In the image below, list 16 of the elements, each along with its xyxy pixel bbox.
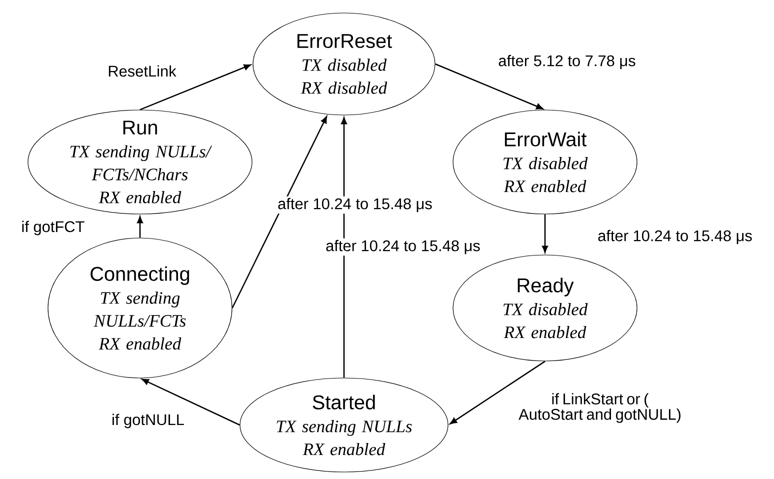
arrow [140, 64, 251, 110]
arrow [435, 63, 544, 110]
arrow [232, 116, 328, 308]
edge-label: if gotNULL [110, 412, 186, 430]
arrow [450, 360, 546, 424]
arrow [137, 216, 143, 238]
edge-label: after 10.24 to 15.48 μs [596, 228, 754, 246]
arrow [142, 378, 240, 426]
arrow [542, 214, 548, 253]
arrow [341, 117, 347, 378]
edge-label: ResetLink [106, 64, 178, 78]
edge-label: if LinkStart or ( AutoStart and gotNULL) [508, 392, 692, 424]
edge-label: after 10.24 to 15.48 μs [276, 196, 434, 214]
edge-label: after 10.24 to 15.48 μs [324, 238, 482, 256]
edge-label: if gotFCT [20, 219, 86, 237]
edge-label: after 5.12 to 7.78 μs [496, 53, 638, 71]
